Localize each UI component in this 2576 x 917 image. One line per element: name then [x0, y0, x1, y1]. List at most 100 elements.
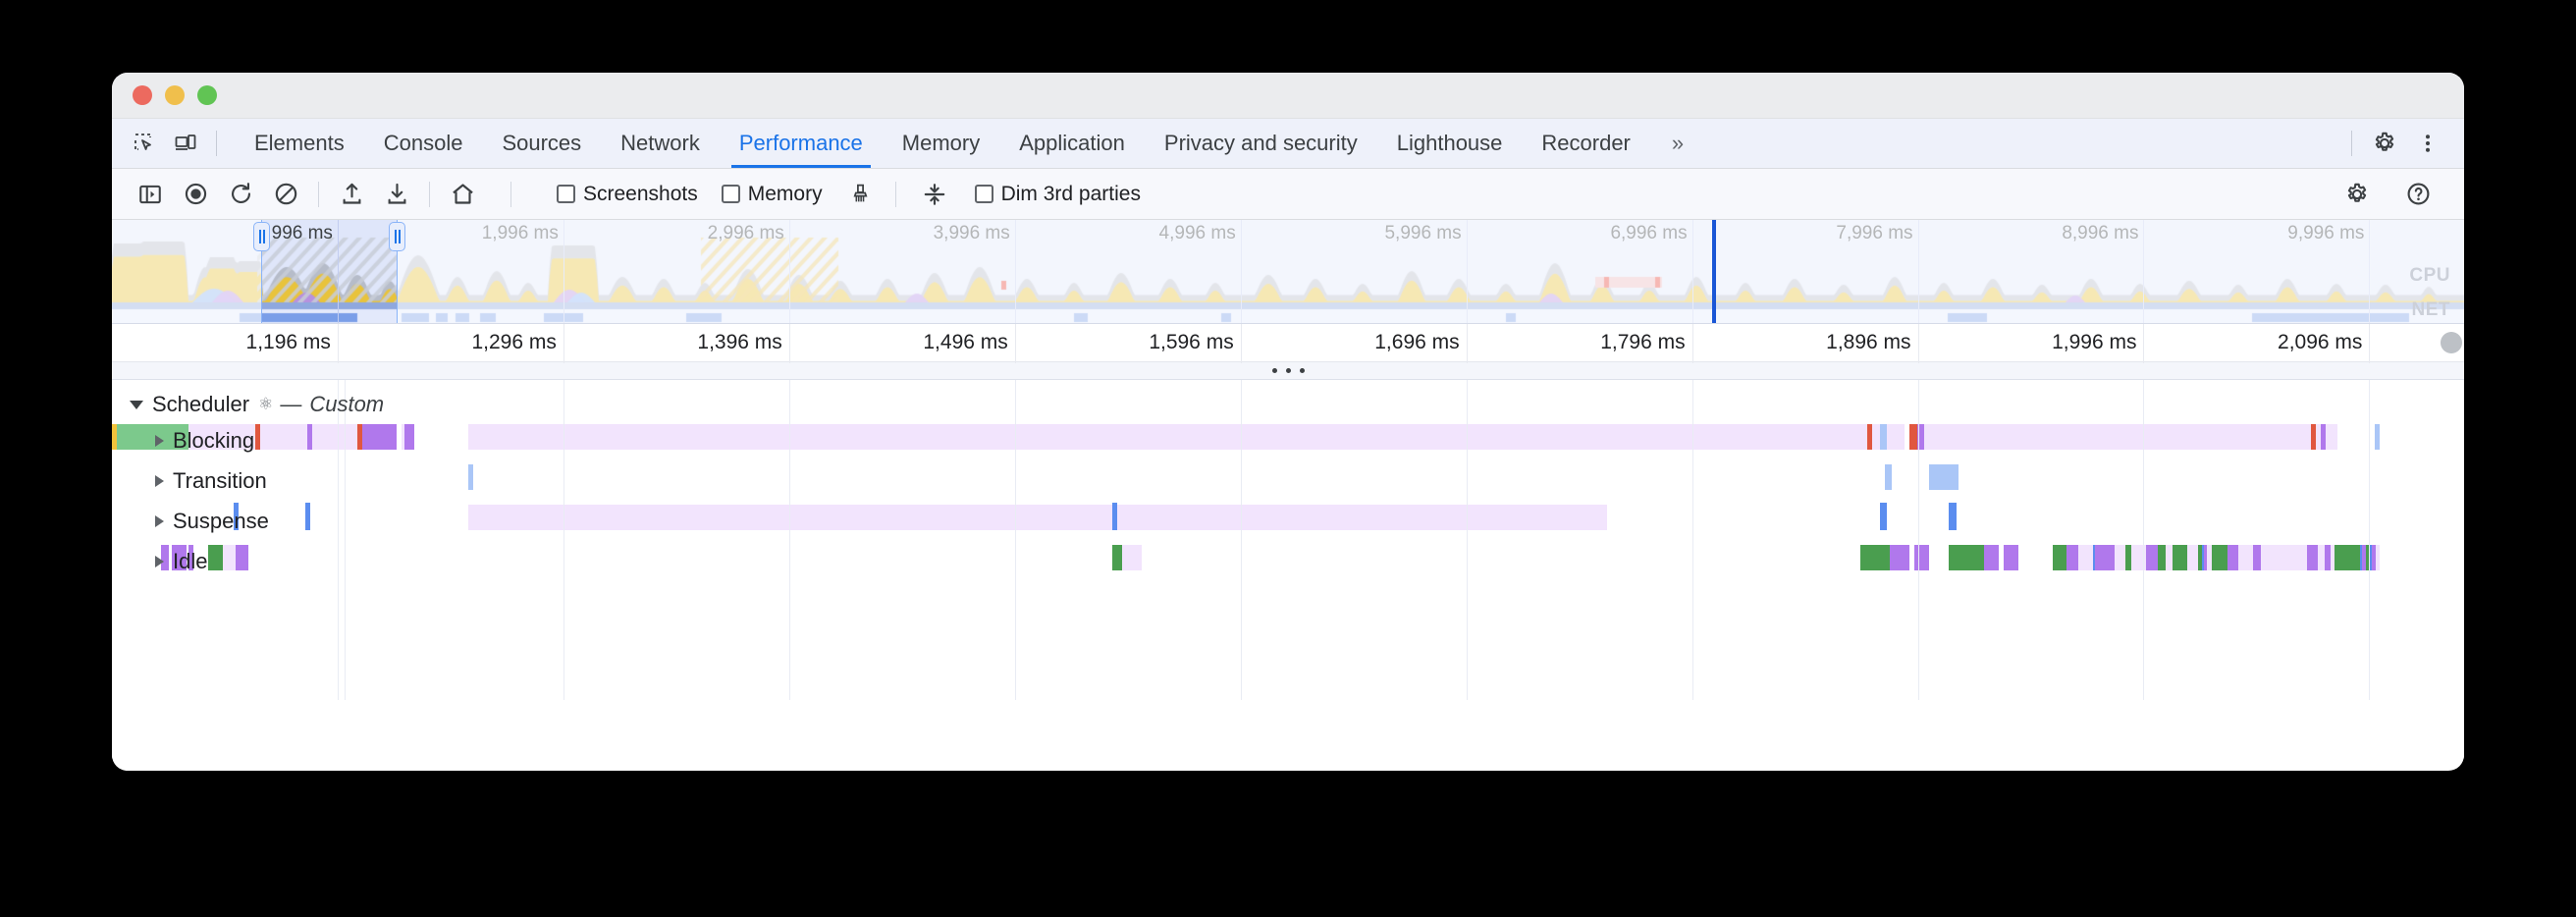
chevron-right-icon[interactable]	[155, 475, 164, 487]
tab-recorder[interactable]: Recorder	[1522, 119, 1649, 168]
flame-bar[interactable]	[2250, 545, 2254, 570]
flame-bar[interactable]	[2093, 545, 2101, 570]
flame-bar[interactable]	[2256, 545, 2262, 570]
flame-bar[interactable]	[236, 545, 248, 570]
flame-bar[interactable]	[2172, 545, 2187, 570]
flame-bar[interactable]	[1111, 545, 1122, 570]
flame-bar[interactable]	[2203, 545, 2208, 570]
flame-bar[interactable]	[2370, 545, 2376, 570]
track-row-idle[interactable]: Idle	[155, 549, 207, 574]
home-icon[interactable]	[446, 178, 479, 211]
checkbox-box[interactable]	[721, 185, 740, 203]
flame-bar[interactable]	[161, 545, 169, 570]
flame-bar[interactable]	[2282, 545, 2298, 570]
flame-bar[interactable]	[2146, 545, 2158, 570]
chevron-double-right-icon[interactable]: »	[1671, 131, 1684, 155]
flame-bar[interactable]	[2053, 545, 2067, 570]
track-group-scheduler[interactable]: Scheduler ⚛ — Custom	[130, 392, 384, 417]
flame-bar[interactable]	[2157, 545, 2166, 570]
flame-bar[interactable]	[188, 424, 256, 450]
flame-bar[interactable]	[2318, 545, 2326, 570]
flame-bar[interactable]	[260, 424, 308, 450]
tab-performance[interactable]: Performance	[720, 119, 883, 168]
flame-bar[interactable]	[2302, 545, 2308, 570]
flame-bar[interactable]	[2237, 545, 2250, 570]
tab-network[interactable]: Network	[601, 119, 720, 168]
flame-bar[interactable]	[2334, 545, 2345, 570]
flame-bar[interactable]	[2310, 424, 2316, 450]
flame-bar[interactable]	[1924, 424, 2338, 450]
selection-handle-right[interactable]	[389, 222, 405, 251]
reload-icon[interactable]	[224, 178, 257, 211]
flame-bar[interactable]	[1867, 424, 1873, 450]
flame-bar[interactable]	[2261, 545, 2272, 570]
flame-bar[interactable]	[1889, 545, 1910, 570]
flame-bar[interactable]	[1879, 424, 1888, 450]
flame-bar[interactable]	[361, 424, 372, 450]
timeline-overview[interactable]: 996 ms1,996 ms2,996 ms3,996 ms4,996 ms5,…	[112, 220, 2464, 323]
chevron-right-icon[interactable]	[155, 515, 164, 527]
flame-bar[interactable]	[188, 545, 194, 570]
flame-bar[interactable]	[2130, 545, 2147, 570]
flame-bar[interactable]	[468, 424, 1905, 450]
tab-privacy-and-security[interactable]: Privacy and security	[1145, 119, 1377, 168]
flame-bar[interactable]	[1983, 545, 1999, 570]
flame-bar[interactable]	[2331, 545, 2335, 570]
flame-bar[interactable]	[117, 424, 189, 450]
flame-bar[interactable]	[2253, 545, 2257, 570]
flame-bar[interactable]	[312, 424, 357, 450]
flame-bar[interactable]	[1929, 464, 1959, 490]
flame-bar[interactable]	[2370, 545, 2373, 570]
checkbox-box[interactable]	[557, 185, 575, 203]
checkbox-box[interactable]	[974, 185, 993, 203]
download-arrow-icon[interactable]	[380, 178, 413, 211]
help-question-icon[interactable]	[2401, 178, 2435, 211]
garbage-collect-brush-icon[interactable]	[844, 178, 878, 211]
flame-bar[interactable]	[1914, 545, 1930, 570]
flame-bar[interactable]	[2201, 545, 2204, 570]
gear-icon[interactable]	[2340, 178, 2374, 211]
clear-prohibited-icon[interactable]	[269, 178, 302, 211]
screenshots-checkbox[interactable]: Screenshots	[557, 183, 698, 206]
tab-sources[interactable]: Sources	[482, 119, 601, 168]
flame-bar[interactable]	[1949, 545, 1984, 570]
sidebar-panel-icon[interactable]	[134, 178, 167, 211]
scroll-thumb[interactable]	[2441, 332, 2462, 353]
flame-bar[interactable]	[2365, 545, 2371, 570]
zoom-window-button[interactable]	[197, 85, 217, 105]
flame-bar[interactable]	[2307, 545, 2319, 570]
flame-bar[interactable]	[402, 424, 404, 450]
flame-bar[interactable]	[2212, 545, 2223, 570]
flame-bar[interactable]	[233, 503, 239, 530]
chevron-down-icon[interactable]	[130, 400, 143, 409]
flame-bar[interactable]	[112, 424, 118, 450]
flame-bar[interactable]	[2227, 545, 2238, 570]
flame-bar[interactable]	[468, 464, 474, 490]
flame-bar[interactable]	[2197, 545, 2204, 570]
flame-bar[interactable]	[1916, 424, 1925, 450]
flame-bar[interactable]	[468, 505, 1608, 530]
chevron-right-icon[interactable]	[155, 556, 164, 567]
flame-bar[interactable]	[2165, 545, 2173, 570]
flame-bar[interactable]	[2360, 545, 2363, 570]
flame-bar[interactable]	[403, 424, 414, 450]
flame-bar[interactable]	[1111, 503, 1117, 530]
collapse-vertical-icon[interactable]	[918, 178, 951, 211]
flame-bar[interactable]	[2375, 424, 2381, 450]
flame-bar[interactable]	[1884, 464, 1893, 490]
gear-icon[interactable]	[2370, 129, 2399, 158]
record-circle-icon[interactable]	[179, 178, 212, 211]
more-vertical-icon[interactable]	[2413, 129, 2442, 158]
flame-bar[interactable]	[255, 424, 261, 450]
tab-console[interactable]: Console	[364, 119, 483, 168]
flame-bar[interactable]	[307, 424, 313, 450]
flame-bar[interactable]	[2222, 545, 2227, 570]
tab-lighthouse[interactable]: Lighthouse	[1377, 119, 1523, 168]
flame-bar[interactable]	[2360, 545, 2366, 570]
flame-bar[interactable]	[1122, 545, 1143, 570]
flame-bar[interactable]	[2100, 545, 2115, 570]
flame-bar[interactable]	[371, 424, 398, 450]
flame-bar[interactable]	[2003, 545, 2018, 570]
upload-arrow-icon[interactable]	[335, 178, 368, 211]
